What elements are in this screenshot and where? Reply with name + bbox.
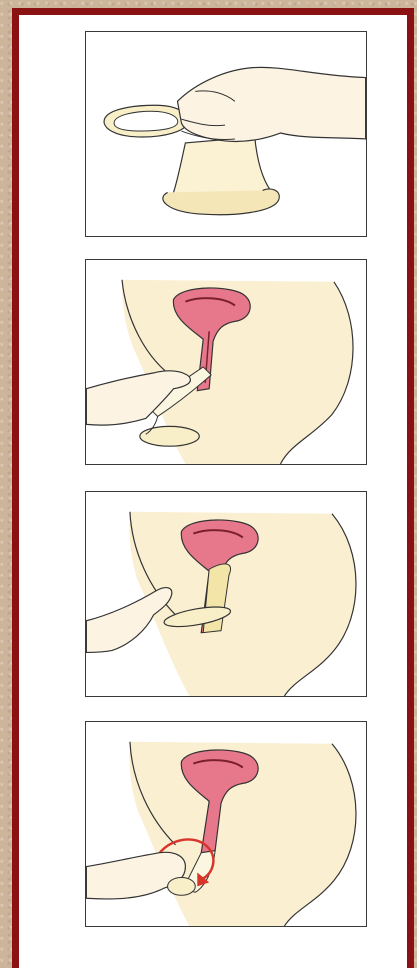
illustration-frame [12,8,414,968]
step-2-panel [85,259,367,465]
step-3-panel [85,491,367,697]
hand-squeezing-condom-icon [86,32,366,236]
pushing-condom-icon [86,492,366,696]
caption [19,949,407,967]
removing-condom-icon [86,722,366,926]
step-4-panel [85,721,367,927]
inserting-condom-icon [86,260,366,464]
step-1-panel [85,31,367,237]
